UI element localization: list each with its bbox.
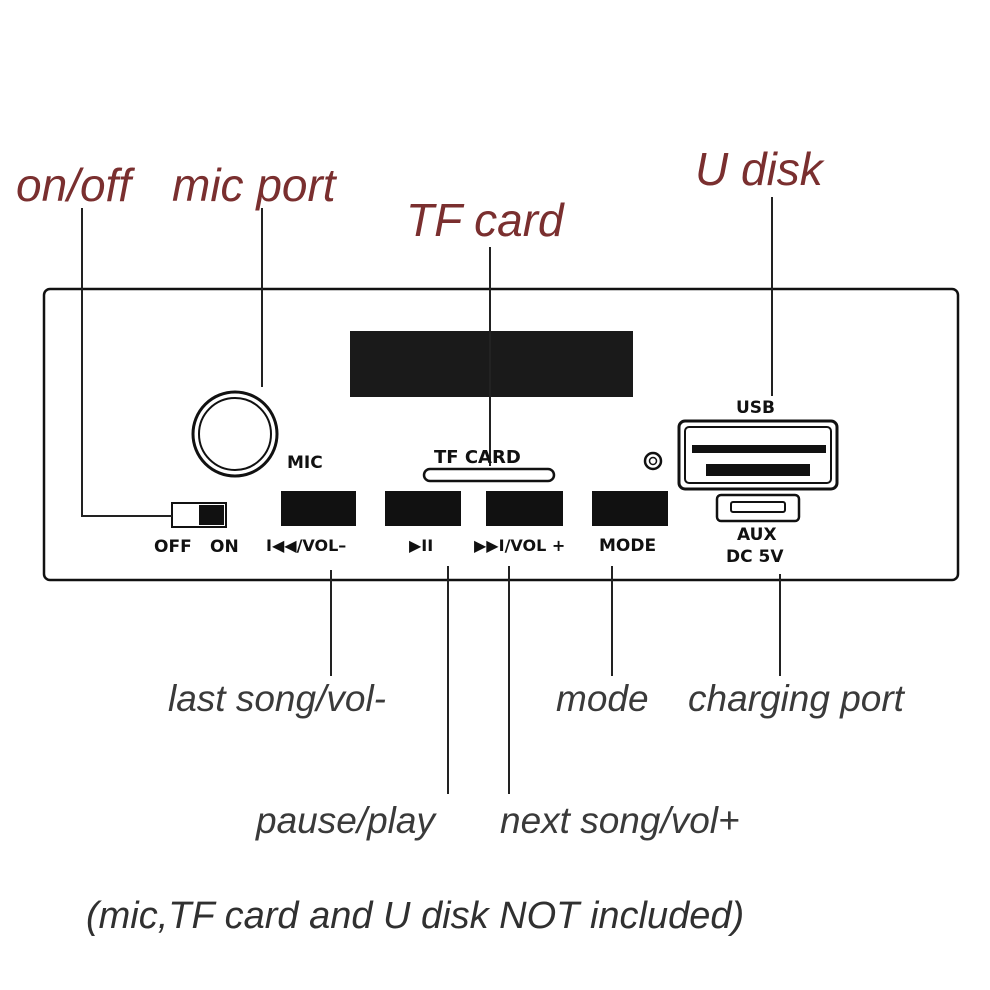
footer-note: (mic,TF card and U disk NOT included)	[86, 895, 745, 937]
mode-callout: mode	[556, 678, 649, 719]
mode-button	[592, 491, 668, 526]
last-song-callout: last song/vol-	[168, 678, 386, 719]
tf-card-label: TF CARD	[434, 447, 521, 468]
on-label: ON	[210, 537, 239, 557]
next-button	[486, 491, 563, 526]
mic-label: MIC	[287, 453, 323, 473]
pause-play-callout: pause/play	[256, 800, 435, 841]
aux-label: AUX	[737, 525, 777, 545]
charging-port-icon	[715, 493, 801, 523]
mic-port-callout: mic port	[172, 159, 336, 211]
charging-port-callout: charging port	[688, 678, 904, 719]
led-indicator-icon	[643, 451, 663, 471]
off-label: OFF	[154, 537, 192, 557]
prev-button	[281, 491, 356, 526]
on-off-callout: on/off	[16, 159, 132, 211]
prev-vol-label: I◀◀/VOL–	[266, 536, 347, 555]
leader-lines	[81, 197, 781, 794]
u-disk-callout: U disk	[695, 143, 823, 195]
dc-5v-label: DC 5V	[726, 547, 784, 567]
panel-outline	[42, 287, 960, 582]
mode-label: MODE	[599, 536, 657, 556]
usb-port-icon	[677, 419, 839, 491]
leader-on-off	[81, 208, 172, 517]
usb-label: USB	[736, 398, 776, 418]
tf-card-slot-icon	[422, 467, 556, 483]
play-pause-button	[385, 491, 461, 526]
next-vol-label: ▶▶I/VOL +	[474, 536, 566, 555]
play-pause-label: ▶II	[409, 536, 434, 555]
display-window	[350, 331, 633, 397]
mic-port-icon	[191, 390, 279, 478]
tf-card-callout: TF card	[406, 194, 564, 246]
next-song-callout: next song/vol+	[500, 800, 740, 841]
